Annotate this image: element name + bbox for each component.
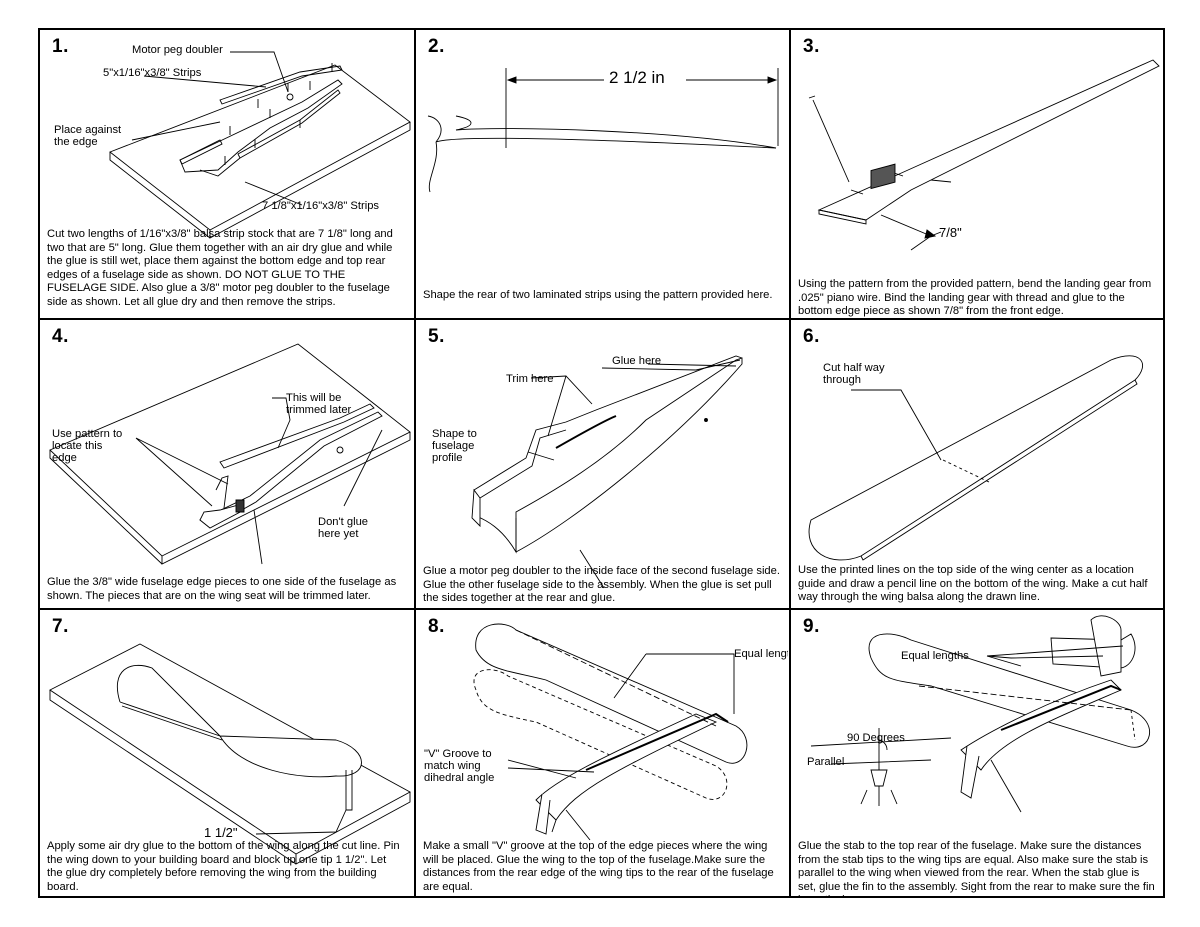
label-dont-glue: Don't glue bbox=[318, 516, 369, 528]
step-number: 8. bbox=[428, 616, 445, 637]
label-edge: edge bbox=[52, 452, 77, 464]
label-trim-here: Trim here bbox=[506, 373, 554, 385]
label-through: through bbox=[823, 374, 861, 386]
step-1-caption: Cut two lengths of 1/16"x3/8" balsa stri… bbox=[47, 228, 393, 308]
label-match-wing: match wing bbox=[424, 760, 481, 772]
step-6-caption: Use the printed lines on the top side of… bbox=[798, 564, 1148, 604]
step-number: 1. bbox=[52, 36, 69, 57]
label-7-8-in: 7/8" bbox=[939, 225, 962, 240]
step-3-caption: Using the pattern from the provided patt… bbox=[798, 278, 1152, 318]
step-number: 6. bbox=[803, 326, 820, 347]
step-1-panel: 1. bbox=[40, 30, 412, 318]
step-number: 5. bbox=[428, 326, 445, 347]
label-90-degrees: 90 Degrees bbox=[847, 732, 905, 744]
label-2-half-in: 2 1/2 in bbox=[609, 68, 665, 87]
label-use-pattern: Use pattern to bbox=[52, 428, 123, 440]
label-glue-here: Glue here bbox=[612, 355, 662, 367]
step-number: 4. bbox=[52, 326, 69, 347]
label-equal-lengths: Equal lengths bbox=[734, 648, 788, 660]
step-5-illustration bbox=[416, 320, 788, 580]
label-locate-this: locate this bbox=[52, 440, 103, 452]
grid-divider bbox=[789, 30, 791, 896]
label-motor-peg-doubler: Motor peg doubler bbox=[132, 44, 223, 56]
step-5-panel: 5. Glue here Trim here Shape to fuselage… bbox=[416, 320, 788, 608]
step-8-illustration bbox=[416, 610, 788, 850]
step-2-caption: Shape the rear of two laminated strips u… bbox=[423, 289, 773, 301]
step-9-illustration bbox=[791, 610, 1163, 850]
step-7-illustration bbox=[40, 610, 412, 860]
step-6-panel: 6. Cut half way through Use the printed … bbox=[791, 320, 1163, 608]
label-profile: profile bbox=[432, 452, 463, 464]
grid-divider bbox=[40, 608, 1163, 610]
step-9-panel: 9. Equal lengths 90 Degrees P bbox=[791, 610, 1163, 898]
label-v-groove: "V" Groove to bbox=[424, 748, 492, 760]
step-4-caption: Glue the 3/8" wide fuselage edge pieces … bbox=[47, 576, 397, 602]
step-7-caption: Apply some air dry glue to the bottom of… bbox=[47, 840, 400, 893]
step-8-caption: Make a small "V" groove at the top of th… bbox=[423, 840, 774, 893]
step-6-illustration bbox=[791, 320, 1163, 580]
step-8-panel: 8. Equal lengths "V" Groove to match win… bbox=[416, 610, 788, 898]
label-parallel: Parallel bbox=[807, 756, 845, 768]
step-number: 3. bbox=[803, 36, 820, 57]
step-3-illustration bbox=[791, 30, 1163, 270]
label-cut-half-way: Cut half way bbox=[823, 362, 885, 374]
step-4-illustration bbox=[40, 320, 412, 590]
step-2-panel: 2. 2 1/2 in Shape the rear of two lamina… bbox=[416, 30, 788, 318]
label-here-yet: here yet bbox=[318, 528, 359, 540]
label-5in-strips: 5"x1/16"x3/8" Strips bbox=[103, 67, 202, 79]
step-3-panel: 3. 7/8" Using the pattern from the provi… bbox=[791, 30, 1163, 318]
label-7in-strips: 7 1/8"x1/16"x3/8" Strips bbox=[262, 200, 380, 212]
step-9-caption: Glue the stab to the top rear of the fus… bbox=[798, 840, 1155, 898]
label-equal-lengths: Equal lengths bbox=[901, 650, 969, 662]
step-7-panel: 7. 1 1/2" Apply some air dry glue to the… bbox=[40, 610, 412, 898]
label-fuselage: fuselage bbox=[432, 440, 475, 452]
step-number: 7. bbox=[52, 616, 69, 637]
grid-divider bbox=[40, 318, 1163, 320]
step-number: 2. bbox=[428, 36, 445, 57]
step-1-illustration bbox=[40, 30, 412, 230]
label-1-half-in: 1 1/2" bbox=[204, 825, 238, 840]
label-dihedral-angle: dihedral angle bbox=[424, 772, 495, 784]
step-number: 9. bbox=[803, 616, 820, 637]
step-2-illustration bbox=[416, 30, 788, 270]
label-place-against: Place against bbox=[54, 124, 122, 136]
label-this-will-be: This will be bbox=[286, 392, 342, 404]
step-4-panel: 4. This will be trimmed later Use patter… bbox=[40, 320, 412, 608]
step-5-caption: Glue a motor peg doubler to the inside f… bbox=[423, 565, 780, 605]
instruction-sheet: 1. bbox=[38, 28, 1165, 898]
label-shape-to: Shape to bbox=[432, 428, 477, 440]
grid-divider bbox=[414, 30, 416, 896]
label-the-edge: the edge bbox=[54, 136, 98, 148]
label-trimmed-later: trimmed later bbox=[286, 404, 352, 416]
